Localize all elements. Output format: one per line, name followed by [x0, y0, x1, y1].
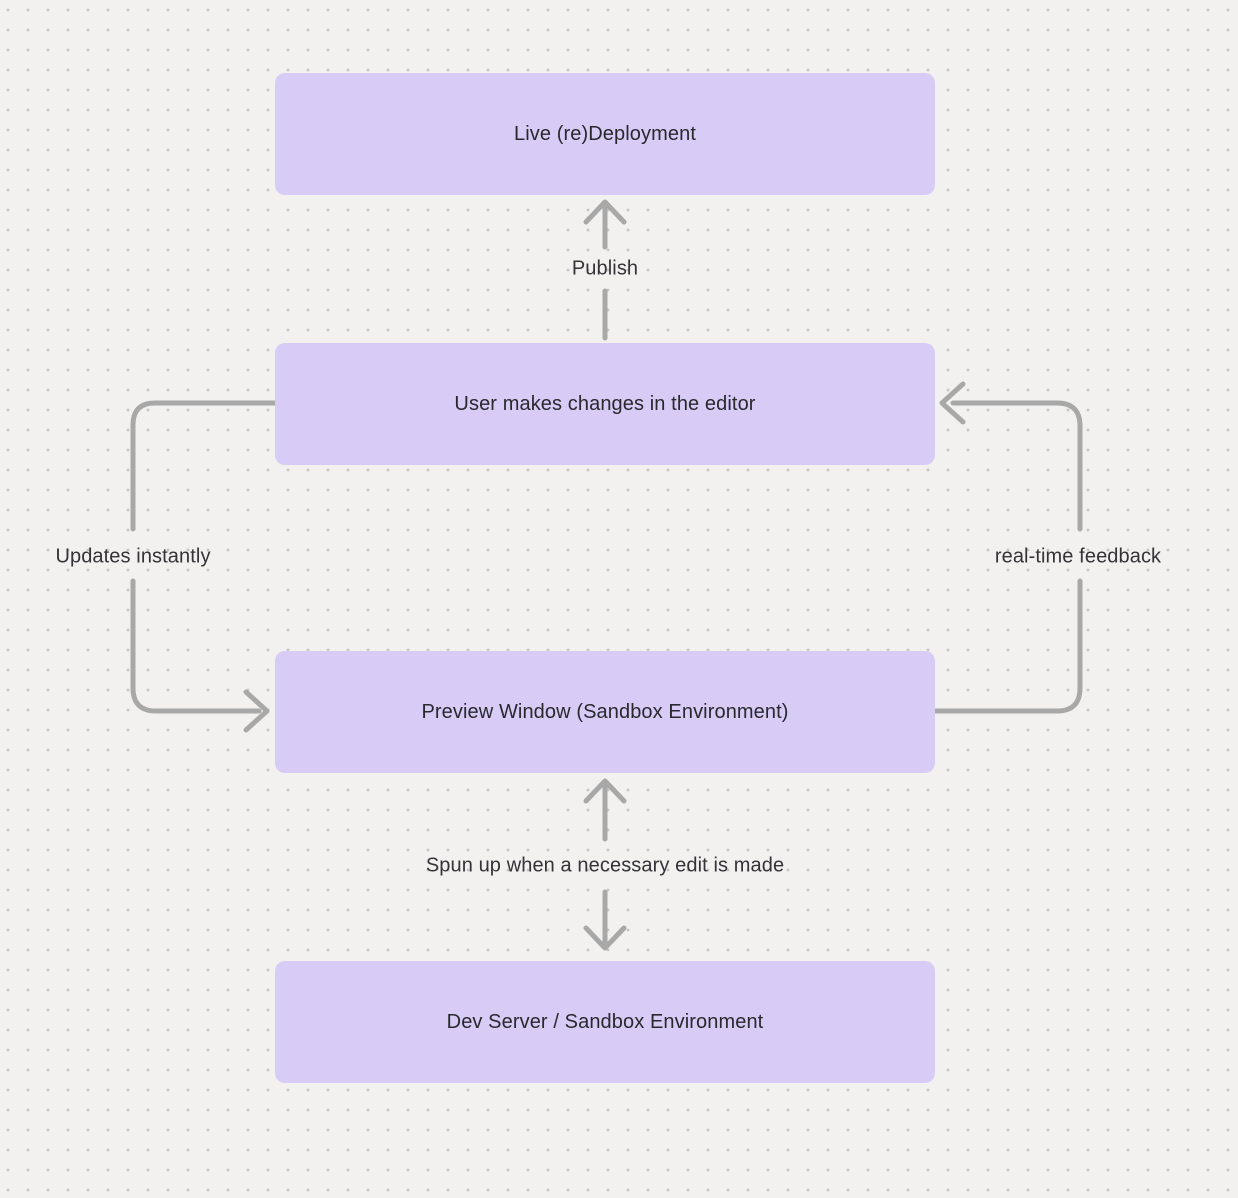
- edge-label-spun-up: Spun up when a necessary edit is made: [425, 854, 785, 877]
- edge-label-updates-instantly: Updates instantly: [55, 545, 211, 568]
- edge-label-publish: Publish: [571, 257, 639, 280]
- node-label: User makes changes in the editor: [454, 392, 756, 415]
- node-live-redeployment[interactable]: Live (re)Deployment: [275, 73, 935, 195]
- node-label: Preview Window (Sandbox Environment): [421, 700, 789, 723]
- node-user-changes[interactable]: User makes changes in the editor: [275, 343, 935, 465]
- node-preview-window[interactable]: Preview Window (Sandbox Environment): [275, 651, 935, 773]
- node-label: Dev Server / Sandbox Environment: [446, 1010, 764, 1033]
- node-label: Live (re)Deployment: [514, 122, 696, 145]
- node-dev-server[interactable]: Dev Server / Sandbox Environment: [275, 961, 935, 1083]
- edge-label-real-time-feedback: real-time feedback: [994, 545, 1162, 568]
